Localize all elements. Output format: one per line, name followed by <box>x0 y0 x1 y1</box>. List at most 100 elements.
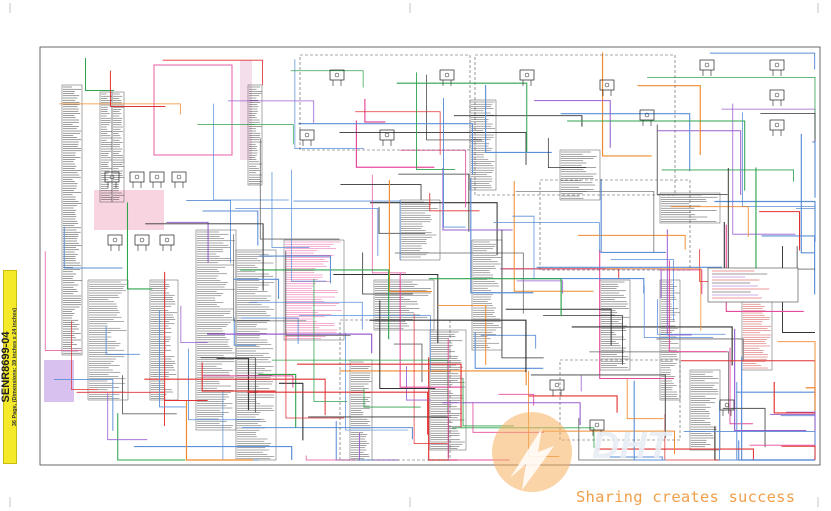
wire <box>363 389 421 408</box>
wire <box>732 103 796 235</box>
wire <box>668 260 727 353</box>
component-pin <box>644 112 650 118</box>
connector-block <box>599 279 631 371</box>
connector-zone-purple <box>44 360 74 402</box>
wire <box>426 74 482 141</box>
wire <box>429 193 480 212</box>
component-symbol <box>171 171 187 183</box>
wire <box>117 413 186 461</box>
wire <box>271 172 310 248</box>
connector-block <box>247 84 263 186</box>
wire <box>647 76 816 139</box>
wire <box>297 363 462 428</box>
wire <box>216 357 250 411</box>
wire <box>159 310 186 408</box>
wire <box>453 115 583 127</box>
wire <box>59 103 181 115</box>
component-symbol <box>699 59 715 71</box>
wire <box>371 174 407 274</box>
wire <box>359 433 399 461</box>
component-pin <box>704 62 710 68</box>
component-symbol <box>379 129 395 141</box>
wire <box>71 321 98 391</box>
wire <box>428 357 458 461</box>
component-symbol <box>149 171 165 183</box>
wire <box>233 278 280 299</box>
wire <box>760 113 816 152</box>
module-boundary <box>474 54 676 196</box>
wire <box>345 332 409 431</box>
wire <box>207 333 373 354</box>
wire <box>44 251 82 351</box>
wire <box>227 100 315 124</box>
component-pin <box>444 72 450 78</box>
component-pin <box>154 174 160 180</box>
wire <box>107 393 148 441</box>
wire <box>777 341 816 412</box>
wire <box>393 343 423 383</box>
component-pin <box>304 132 310 138</box>
component-pin <box>384 132 390 138</box>
wire <box>722 407 766 448</box>
wire <box>560 113 691 172</box>
wire <box>780 415 816 436</box>
wire <box>240 269 390 340</box>
wire <box>528 395 618 413</box>
wire <box>543 315 623 365</box>
component-pin <box>134 174 140 180</box>
wire <box>643 285 714 339</box>
wire <box>605 268 702 331</box>
wire <box>416 72 456 170</box>
module-boundary <box>299 54 471 151</box>
wire <box>400 149 467 208</box>
module-boundary <box>539 179 691 271</box>
wire <box>547 137 587 168</box>
wire <box>734 328 807 432</box>
watermark-logo: DHT <box>492 412 673 492</box>
wire <box>105 326 140 355</box>
wire <box>656 338 744 361</box>
wire <box>725 224 804 312</box>
connector-block <box>111 91 125 203</box>
wire <box>335 421 375 461</box>
wire <box>480 334 537 349</box>
wire <box>133 445 293 460</box>
wire <box>166 221 209 263</box>
wire <box>540 430 675 455</box>
wire <box>109 70 166 107</box>
wire <box>637 85 701 155</box>
component-symbol <box>719 399 735 411</box>
wire <box>294 59 365 149</box>
component-pin <box>604 82 610 88</box>
wire <box>201 362 276 392</box>
wire <box>355 120 435 168</box>
legend-table <box>707 267 799 303</box>
component-symbol <box>599 79 615 91</box>
wire <box>180 305 208 344</box>
component-pin <box>524 72 530 78</box>
component-pin <box>139 237 145 243</box>
wire <box>442 402 581 425</box>
wire <box>736 391 816 460</box>
wire <box>235 208 379 256</box>
wire <box>596 448 754 460</box>
wire <box>406 366 431 401</box>
wire <box>666 229 692 336</box>
wire <box>534 100 611 148</box>
wire <box>501 229 544 359</box>
wire <box>656 299 726 335</box>
wire <box>661 169 795 182</box>
wire <box>610 259 674 321</box>
component-pin <box>554 382 560 388</box>
wire <box>805 387 816 411</box>
wire <box>812 141 816 198</box>
component-pin <box>334 72 340 78</box>
wire <box>513 181 594 292</box>
component-symbol <box>439 69 455 81</box>
wire <box>601 52 652 157</box>
connector-block <box>399 199 441 261</box>
wire <box>577 234 686 250</box>
wire <box>379 300 436 390</box>
